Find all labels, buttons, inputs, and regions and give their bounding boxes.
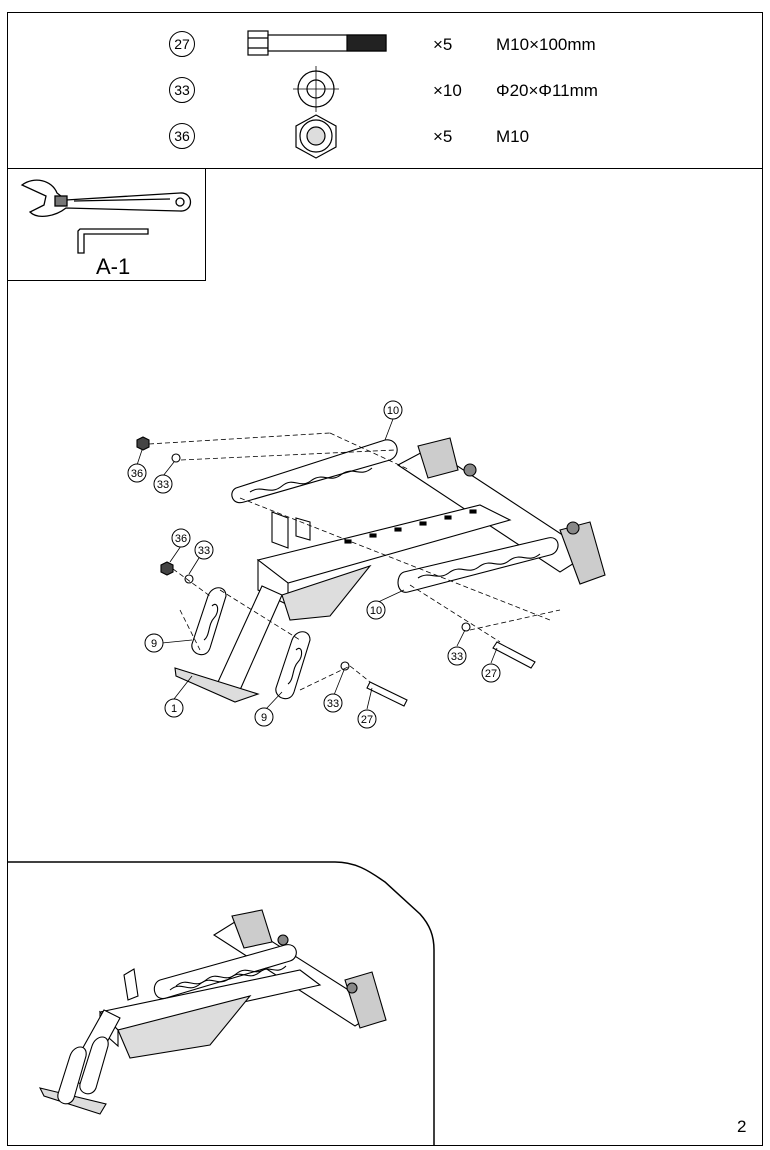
callout-label: 33: [451, 651, 463, 663]
alignment-lines: [148, 432, 561, 691]
part-quantity: ×10: [433, 81, 462, 100]
part-spec: Φ20×Φ11mm: [496, 81, 598, 100]
callout-label: 36: [131, 468, 143, 480]
page-frame: [7, 12, 763, 1146]
part-quantity: ×5: [433, 127, 453, 146]
callout-label: 9: [151, 638, 157, 650]
callout-label: 33: [327, 698, 339, 710]
callout-label: 1: [171, 703, 177, 715]
tool-label: A-1: [96, 254, 131, 279]
part-spec: M10×100mm: [496, 35, 596, 54]
part-number-badge: 27: [169, 31, 195, 57]
callout-label: 10: [370, 605, 382, 617]
bolt-icon: [247, 30, 387, 56]
assembled-view-drawing: [38, 909, 387, 1115]
part-number-badge: 36: [169, 123, 195, 149]
allen-key-icon: [77, 228, 149, 254]
inset-panel-frame: [7, 861, 435, 1146]
exploded-assembly-drawing: [136, 436, 606, 707]
callout-badges: [127, 400, 501, 729]
part-quantity: ×5: [433, 35, 453, 54]
callout-label: 33: [157, 479, 169, 491]
callout-label: 36: [175, 533, 187, 545]
callout-label: 33: [198, 545, 210, 557]
callout-label: 10: [387, 405, 399, 417]
page-number: 2: [737, 1117, 747, 1136]
part-spec: M10: [496, 127, 530, 146]
washer-icon: [293, 66, 339, 112]
wrench-icon: [20, 179, 192, 218]
tools-box: [7, 168, 206, 281]
header-divider: [7, 168, 763, 169]
callout-label: 27: [361, 714, 373, 726]
callout-leaders: [136, 418, 498, 710]
nut-icon: [295, 114, 337, 159]
callout-label: 9: [261, 712, 267, 724]
part-number-badge: 33: [169, 77, 195, 103]
callout-label: 27: [485, 668, 497, 680]
